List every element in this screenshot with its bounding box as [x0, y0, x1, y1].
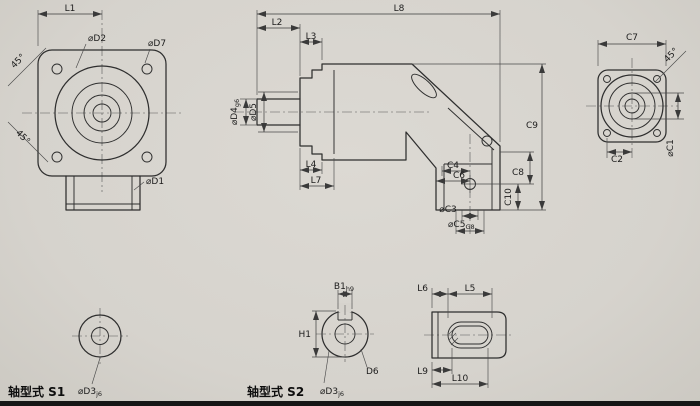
- front-flange-outline: [37, 49, 167, 177]
- s2-centerlines: [316, 305, 374, 362]
- dim-label-c7: C7: [626, 33, 638, 43]
- rear-flange-outline: [597, 69, 667, 143]
- page-bottom-rule: [0, 401, 700, 406]
- dim-label-b1: B1h9: [334, 282, 354, 293]
- dim-label-c9: C9: [526, 121, 538, 131]
- dim-label-c4: C4: [447, 161, 459, 171]
- arm-inner-line: [447, 107, 495, 151]
- rear-circle-outer: [600, 74, 664, 138]
- front-view-centerlines: [22, 10, 182, 192]
- side-view-dimension-lines: [240, 10, 546, 234]
- dim-label-c5: ⌀C5G8: [448, 220, 475, 231]
- dim-label-l10: L10: [452, 374, 469, 384]
- front-foot-outline: [65, 175, 141, 211]
- front-circle-inner: [83, 94, 121, 132]
- dim-label-d4: ⌀D4g6: [230, 99, 241, 125]
- dim-label-l3: L3: [306, 32, 317, 42]
- dim-label-c2: C2: [611, 155, 623, 165]
- s1-leader: [91, 357, 101, 385]
- rear-view-dimension-lines: [597, 40, 687, 158]
- side-view: L8 L2 L3 ⌀D4g6 ⌀D5 L4 L7 C4 C6 ⌀C3 ⌀C5G8…: [230, 4, 546, 236]
- front-circle-d2: [54, 65, 150, 161]
- rear-circle-mid: [608, 82, 656, 130]
- dim-label-d1: ⌀D1: [146, 177, 164, 187]
- shaft-section-s1: ⌀D3j6 轴型式 S1: [8, 308, 128, 399]
- dim-label-c8: C8: [512, 168, 524, 178]
- dim-label-h1: H1: [299, 330, 312, 340]
- s1-center-hole: [91, 327, 109, 345]
- dim-label-l4: L4: [306, 160, 317, 170]
- housing-outline: [299, 63, 501, 211]
- dim-label-l9: L9: [417, 367, 428, 377]
- s1-shaft-outline: [78, 314, 122, 358]
- s2-side-dimension-lines: [431, 288, 493, 388]
- rear-circle-c1: [618, 92, 646, 120]
- s1-centerlines: [72, 308, 128, 364]
- dim-label-d3-s1: ⌀D3j6: [78, 387, 102, 398]
- dim-label-d7: ⌀D7: [148, 39, 166, 49]
- dim-label-d3-s2: ⌀D3j6: [320, 387, 344, 398]
- dim-label-c3: ⌀C3: [439, 205, 456, 215]
- shaft-side-view-s2: L6 L5 L9 L10: [417, 284, 514, 388]
- dim-label-l2: L2: [272, 18, 283, 28]
- dim-label-c6: C6: [453, 171, 465, 181]
- dim-label-l6: L6: [417, 284, 428, 294]
- caption-shaft-type-s1: 轴型式 S1: [8, 384, 65, 399]
- angle-label-top: 45°: [9, 52, 27, 70]
- front-circle-bore: [92, 103, 112, 123]
- s2-side-keyslot-inner: [451, 325, 489, 345]
- angle-label-bottom: 45°: [13, 128, 31, 146]
- dim-label-l7: L7: [311, 176, 322, 186]
- dim-label-c1: ⌀C1: [666, 139, 676, 156]
- rear-view: C7 45° C2 ⌀C1: [586, 33, 687, 165]
- s2-side-shaft-outline: [431, 311, 507, 359]
- caption-shaft-type-s2: 轴型式 S2: [247, 384, 304, 399]
- dim-label-c10: C10: [504, 188, 514, 206]
- arm-slot-ellipse: [411, 73, 437, 99]
- front-view: L1 ⌀D2 ⌀D7 45° 45° ⌀D1: [7, 4, 182, 211]
- arm-bolt-hole: [481, 135, 493, 147]
- shaft-section-s2: B1h9 H1 ⌀D3j6 D6 轴型式 S2: [247, 282, 379, 399]
- s2-dimension-lines: [312, 290, 368, 384]
- s2-side-keyslot-outer: [447, 321, 493, 349]
- front-view-dimension-lines: [7, 10, 151, 191]
- rear-circle-bore: [624, 98, 640, 114]
- dim-label-d6: D6: [366, 367, 379, 377]
- front-bolt-holes: [51, 63, 153, 163]
- dim-label-l5: L5: [465, 284, 476, 294]
- front-circle-mid: [71, 82, 133, 144]
- s2-side-keyslot-hatch: [448, 328, 459, 346]
- dim-label-d2: ⌀D2: [88, 34, 106, 44]
- dim-label-d5: ⌀D5: [249, 103, 259, 121]
- dim-label-l1: L1: [65, 4, 76, 14]
- rear-bolt-holes: [603, 75, 661, 137]
- dim-label-l8: L8: [394, 4, 405, 14]
- angle-label-rear: 45°: [662, 46, 680, 64]
